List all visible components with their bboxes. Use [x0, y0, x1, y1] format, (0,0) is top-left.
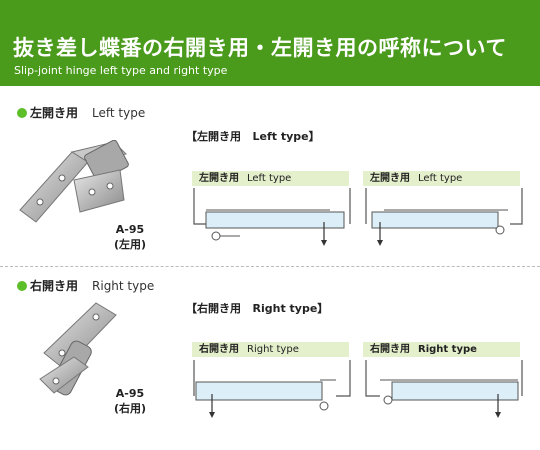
diagram-label-en: Right type — [247, 344, 299, 355]
model-number: A-95 — [115, 387, 145, 400]
diagram-label-bar: 右開き用 Right type — [192, 342, 349, 357]
model-note: (左用) — [113, 238, 147, 251]
page-subtitle: Slip-joint hinge left type and right typ… — [14, 64, 228, 77]
door-diagram-left-1 — [193, 188, 351, 246]
model-caption-left: A-95 (左用) — [100, 222, 160, 252]
door-diagram-left-2 — [365, 188, 523, 246]
diagram-label-bar: 右開き用 Right type — [363, 342, 520, 357]
page-title: 抜き差し蝶番の右開き用・左開き用の呼称について — [13, 36, 507, 60]
diagram-group-label-left: 【左開き用 Left type】 — [186, 128, 320, 144]
bullet-icon — [17, 281, 27, 291]
model-number: A-95 — [115, 223, 145, 236]
section-title-jp: 左開き用 — [30, 106, 79, 120]
section-heading-left: 左開き用 Left type — [17, 104, 145, 121]
diagram-label-jp: 左開き用 — [199, 173, 239, 184]
group-label-en: Right type】 — [252, 302, 329, 315]
door-diagram-right-2 — [365, 360, 523, 418]
diagram-label-bar: 左開き用 Left type — [192, 171, 349, 186]
diagram-label-bar: 左開き用 Left type — [363, 171, 520, 186]
diagram-group-label-right: 【右開き用 Right type】 — [186, 300, 328, 316]
diagram-label-en: Right type — [418, 344, 477, 355]
section-title-en: Left type — [92, 106, 146, 120]
model-note: (右用) — [113, 402, 147, 415]
section-title-en: Right type — [92, 279, 155, 293]
model-caption-right: A-95 (右用) — [100, 386, 160, 416]
bullet-icon — [17, 108, 27, 118]
diagram-label-en: Left type — [418, 173, 463, 184]
diagram-label-jp: 右開き用 — [370, 344, 410, 355]
group-label-jp: 【左開き用 — [186, 130, 241, 143]
door-diagram-right-1 — [193, 360, 351, 418]
group-label-jp: 【右開き用 — [186, 302, 241, 315]
hinge-right-image — [39, 302, 117, 396]
section-divider — [0, 266, 540, 267]
diagram-label-en: Left type — [247, 173, 292, 184]
diagram-label-jp: 右開き用 — [199, 344, 239, 355]
section-heading-right: 右開き用 Right type — [17, 277, 154, 294]
group-label-en: Left type】 — [252, 130, 320, 143]
hinge-left-image — [19, 140, 129, 223]
header-banner: 抜き差し蝶番の右開き用・左開き用の呼称について Slip-joint hinge… — [0, 0, 540, 86]
section-title-jp: 右開き用 — [30, 279, 79, 293]
diagram-label-jp: 左開き用 — [370, 173, 410, 184]
